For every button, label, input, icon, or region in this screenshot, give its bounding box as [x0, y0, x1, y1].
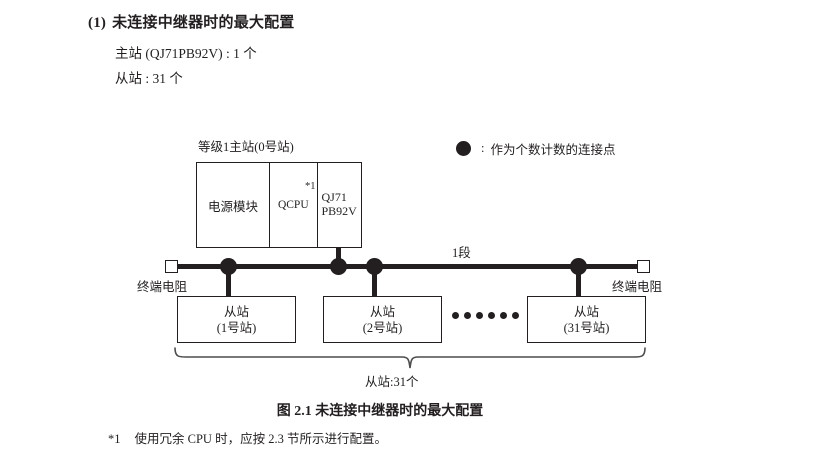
ellipsis-dots-icon — [452, 312, 519, 319]
slave-station-box: 从站 (1号站) — [177, 296, 296, 343]
segment-label: 1段 — [452, 246, 471, 260]
legend-label: 作为个数计数的连接点 — [490, 143, 616, 157]
spec-slave-count: 从站 : 31 个 — [115, 71, 183, 86]
slave-group-brace-icon — [174, 347, 646, 369]
slave-drop-line — [372, 266, 377, 296]
module-qj71pb92v-label-line2: PB92V — [321, 204, 357, 218]
legend: : 作为个数计数的连接点 — [456, 139, 616, 158]
module-qcpu-label: QCPU — [277, 199, 309, 211]
slave-station-name: 从站 — [223, 304, 249, 319]
legend-colon: : — [481, 141, 485, 155]
module-power-supply: 电源模块 — [197, 163, 271, 247]
section-title: 未连接中继器时的最大配置 — [112, 15, 295, 31]
figure-caption: 图 2.1 未连接中继器时的最大配置 — [276, 404, 484, 419]
terminal-resistor-right-label: 终端电阻 — [612, 280, 663, 294]
master-station-label: 等级1主站(0号站) — [198, 140, 294, 154]
slave-station-name: 从站 — [369, 304, 395, 319]
slave-station-number: (2号站) — [362, 320, 403, 335]
footnote-mark: *1 — [108, 432, 121, 446]
master-drop-line — [336, 247, 341, 267]
section-heading: (1) 未连接中继器时的最大配置 — [88, 11, 295, 32]
module-qj71pb92v-label-line1: QJ71 — [321, 190, 347, 205]
module-qcpu: QCPU *1 — [270, 163, 318, 247]
footnote-text: 使用冗余 CPU 时，应按 2.3 节所示进行配置。 — [134, 432, 387, 446]
master-station-chassis: 电源模块 QCPU *1 QJ71 PB92V — [196, 162, 362, 248]
terminal-resistor-left-icon — [165, 259, 178, 273]
slave-station-box: 从站 (2号站) — [323, 296, 442, 343]
terminal-resistor-right-icon — [637, 259, 650, 273]
slave-station-box: 从站 (31号站) — [527, 296, 646, 343]
module-power-supply-label: 电源模块 — [208, 199, 259, 214]
terminal-resistor-left-label: 终端电阻 — [137, 280, 188, 294]
module-qj71pb92v: QJ71 PB92V — [318, 163, 362, 247]
slave-drop-line — [576, 266, 581, 296]
slave-station-name: 从站 — [573, 304, 599, 319]
filled-circle-icon — [456, 141, 471, 156]
slave-station-number: (31号站) — [563, 320, 610, 335]
footnote-mark-icon: *1 — [305, 181, 316, 192]
profibus-trunk-line — [172, 263, 643, 269]
slave-drop-line — [226, 266, 231, 296]
slave-station-number: (1号站) — [216, 320, 257, 335]
section-number: (1) — [88, 15, 107, 31]
connection-point-dot — [330, 257, 347, 275]
footnote: *1 使用冗余 CPU 时，应按 2.3 节所示进行配置。 — [108, 428, 387, 447]
slave-group-count-label: 从站:31个 — [365, 375, 419, 389]
spec-master-count: 主站 (QJ71PB92V) : 1 个 — [115, 46, 257, 61]
